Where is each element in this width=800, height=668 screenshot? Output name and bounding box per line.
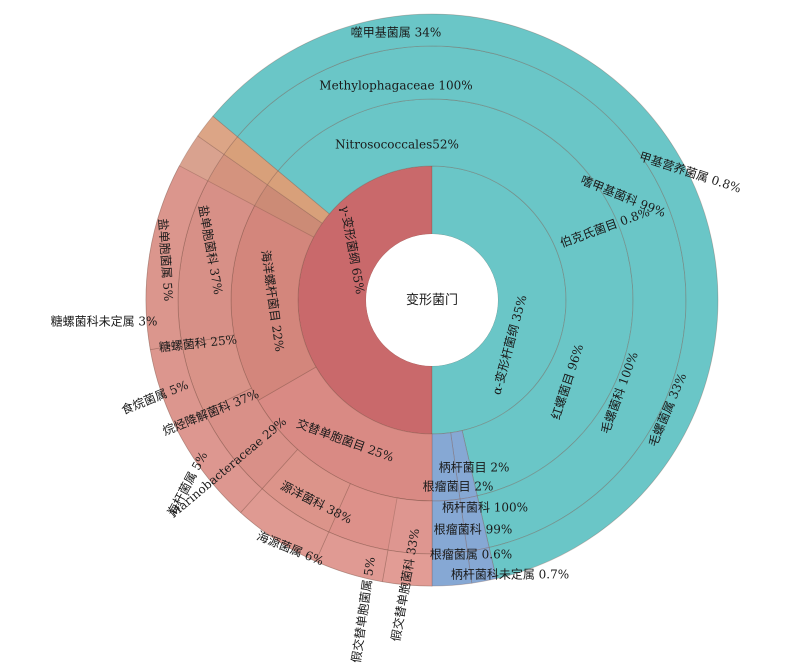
segment-label-4-1: 噬甲基菌属 34% (351, 25, 442, 40)
sunburst-segment-3-4 (459, 495, 490, 552)
segment-label-4-10: 糖螺菌科未定属 3% (51, 314, 158, 329)
root-label: 变形菌门 (406, 292, 458, 308)
segment-label-4-11: 盐单胞菌属 5% (156, 218, 176, 302)
sunburst-segment-3-7 (261, 448, 351, 533)
sunburst-segment-3-2 (223, 136, 279, 186)
segment-label-3-5: 根瘤菌科 99% (434, 522, 513, 537)
sunburst-segment-4-10 (149, 343, 205, 426)
sunburst-segment-4-11 (145, 165, 209, 351)
center-hole (366, 234, 498, 366)
sunburst-segment-4-2 (197, 115, 238, 155)
sunburst-segment-3-11 (387, 497, 433, 555)
segment-label-3-4: 柄杆菌科 100% (442, 501, 528, 515)
segment-label-4-5: 根瘤菌属 0.6% (430, 547, 512, 562)
sunburst-segment-4-6 (381, 549, 433, 587)
sunburst-segment-4-7 (315, 531, 389, 583)
sunburst-segment-3-10 (177, 180, 256, 345)
segment-label-2-5: 根瘤菌目 2% (423, 479, 494, 494)
sunburst-segment-2-3 (277, 98, 634, 497)
sunburst-segment-4-3 (212, 13, 719, 580)
sunburst-segment-4-4 (466, 547, 497, 584)
sunburst-segment-3-9 (181, 334, 252, 412)
segment-label-2-1: Nitrosococcales52% (335, 138, 459, 152)
segment-label-3-1: Methylophagaceae 100% (319, 79, 472, 93)
sunburst-segment-2-7 (230, 205, 317, 402)
segment-label-4-4: 柄杆菌科未定属 0.7% (451, 567, 569, 582)
sunburst-arcs (145, 13, 719, 587)
sunburst-segment-4-8 (240, 488, 330, 562)
segment-label-2-4: 柄杆菌目 2% (439, 461, 510, 475)
